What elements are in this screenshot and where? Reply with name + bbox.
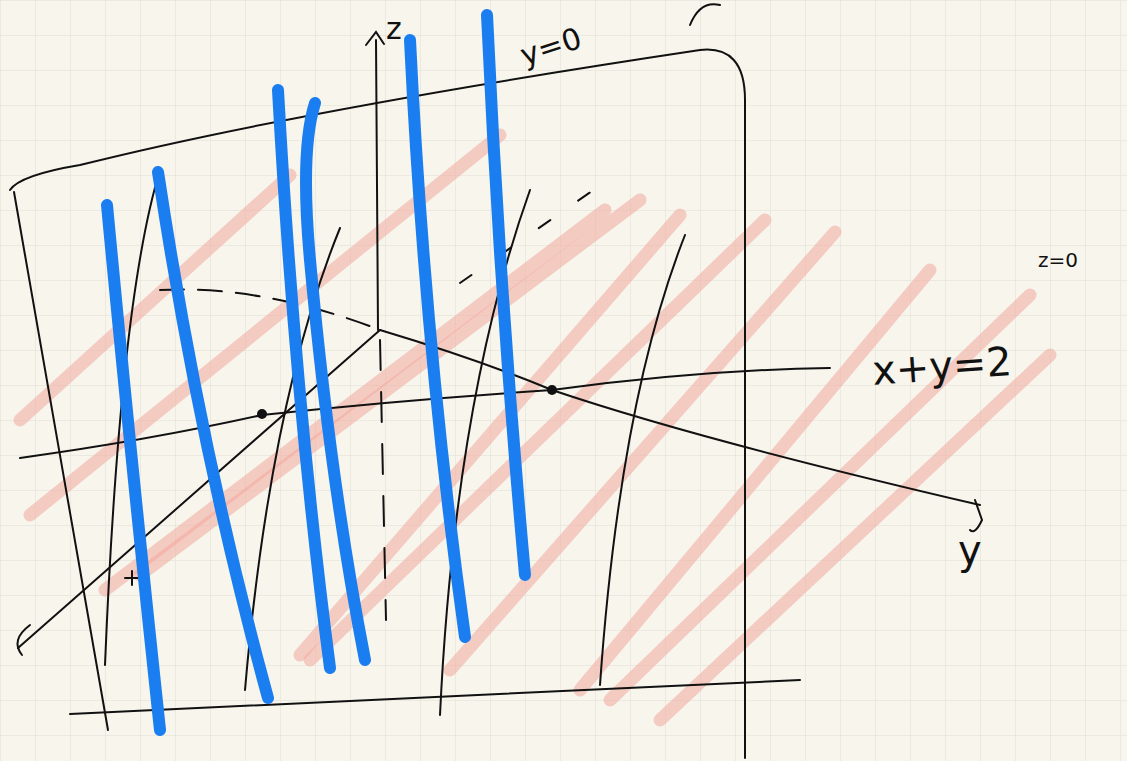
plane-outline — [10, 4, 982, 758]
blue-strokes — [107, 15, 525, 730]
axis-label: y — [958, 530, 982, 570]
plane-label: x+y=2 — [871, 341, 1013, 391]
axis-label: z — [386, 14, 402, 44]
plane-label: z=0 — [1038, 250, 1078, 270]
hatching — [20, 135, 1050, 720]
